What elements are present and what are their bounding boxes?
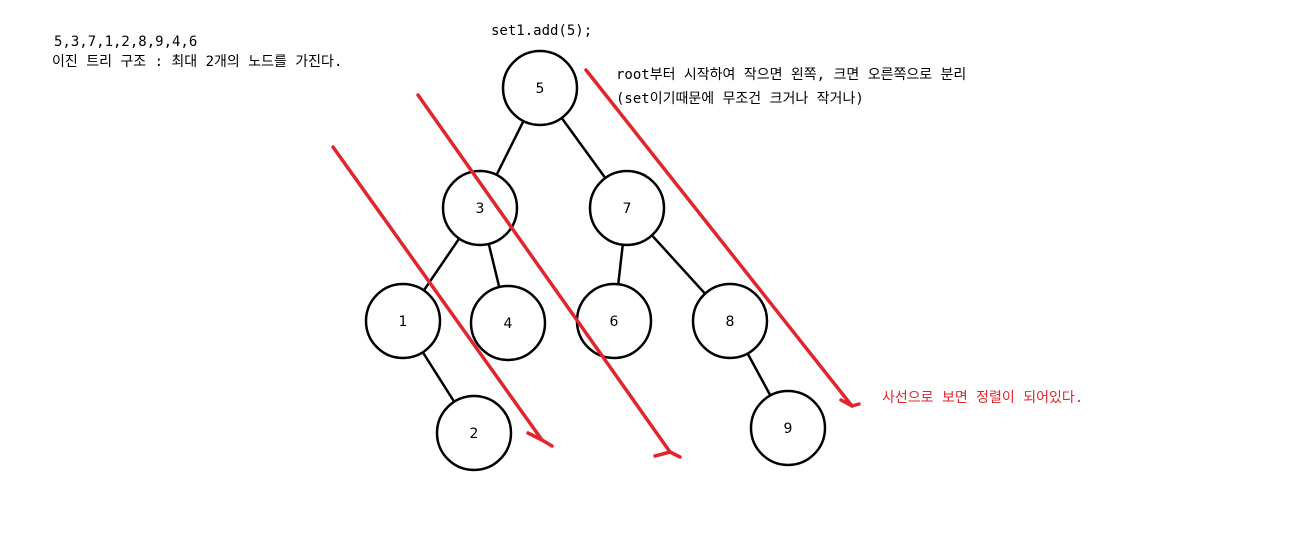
tree-edge-n5-n7 <box>560 117 607 179</box>
edges-layer <box>421 117 772 403</box>
node-label: 8 <box>726 314 735 330</box>
node-circle <box>501 49 579 127</box>
description-text: 이진 트리 구조 : 최대 2개의 노드를 가진다. <box>52 54 343 70</box>
tree-edge-n7-n8 <box>651 234 706 295</box>
node-circle <box>469 284 547 362</box>
node-circle <box>441 169 519 247</box>
node-circle <box>588 169 666 247</box>
sorted-note-text: 사선으로 보면 정렬이 되어있다. <box>882 390 1084 406</box>
tree-node-2: 2 <box>435 394 513 472</box>
node-label: 5 <box>536 81 545 97</box>
tree-edge-n8-n9 <box>746 352 772 397</box>
nodes-layer: 5 3 7 1 4 6 8 2 9 <box>364 49 827 472</box>
tree-node-9: 9 <box>749 389 827 467</box>
tree-edge-n1-n2 <box>421 351 456 403</box>
red-diagonal-arrow-3 <box>584 68 861 408</box>
node-circle <box>691 282 769 360</box>
tree-node-8: 8 <box>691 282 769 360</box>
node-label: 9 <box>784 421 793 437</box>
tree-node-4: 4 <box>469 284 547 362</box>
node-label: 4 <box>504 316 513 332</box>
node-circle <box>749 389 827 467</box>
node-label: 3 <box>476 201 485 217</box>
code-text: set1.add(5); <box>491 23 593 39</box>
tree-node-6: 6 <box>575 282 653 360</box>
tree-node-1: 1 <box>364 282 442 360</box>
node-label: 7 <box>623 201 632 217</box>
tree-edge-n5-n3 <box>495 120 525 176</box>
tree-node-7: 7 <box>588 169 666 247</box>
sequence-text: 5,3,7,1,2,8,9,4,6 <box>54 34 198 50</box>
red-diagonal-arrow-2 <box>416 93 682 459</box>
rule-text: root부터 시작하여 작으면 왼쪽, 크면 오른쪽으로 분리 <box>616 67 967 83</box>
rule-note-text: (set이기때문에 무조건 크거나 작거나) <box>616 91 864 107</box>
tree-node-5: 5 <box>501 49 579 127</box>
tree-edge-n7-n6 <box>616 244 625 285</box>
node-label: 1 <box>399 314 408 330</box>
tree-edge-n3-n4 <box>487 243 501 288</box>
arrows-layer <box>331 68 861 459</box>
node-circle <box>435 394 513 472</box>
node-label: 6 <box>610 314 619 330</box>
red-diagonal-arrow-1 <box>331 145 554 448</box>
node-label: 2 <box>470 426 479 442</box>
node-circle <box>364 282 442 360</box>
tree-node-3: 3 <box>441 169 519 247</box>
